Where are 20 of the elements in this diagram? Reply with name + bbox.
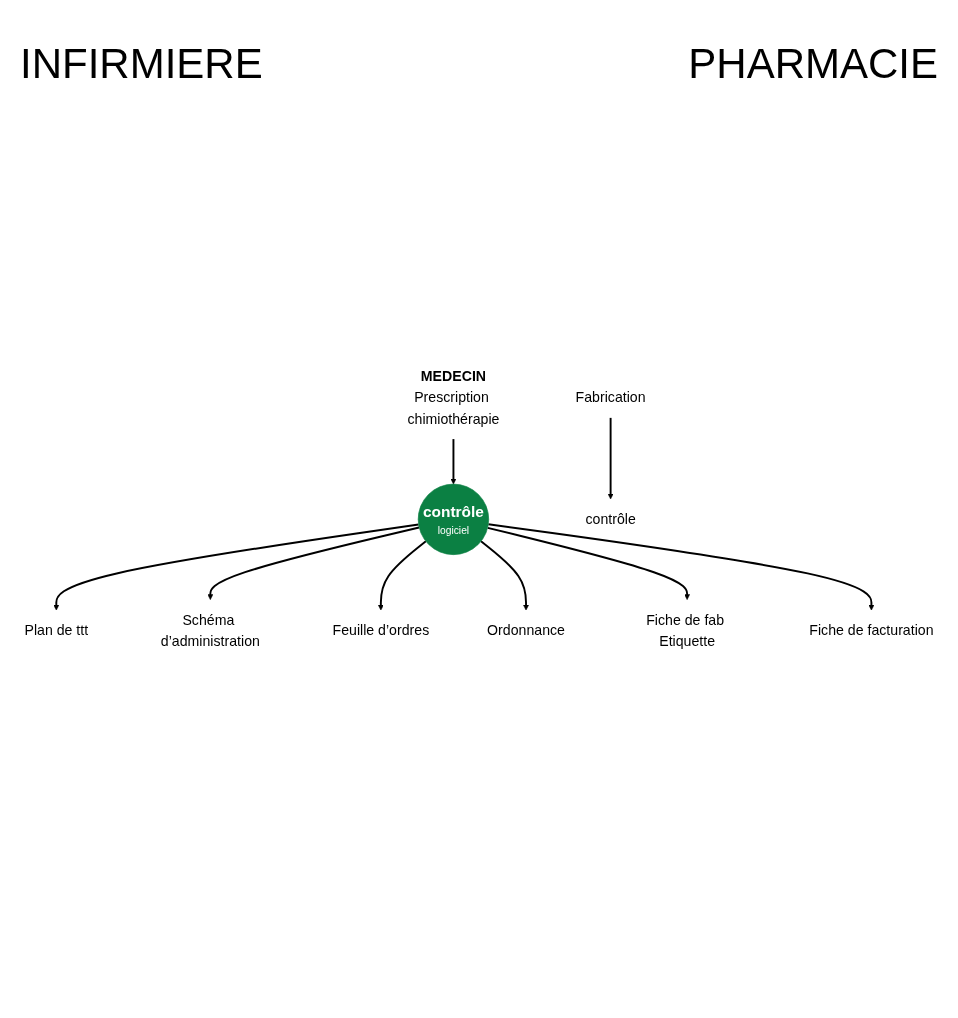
node-text: Feuille d’ordres: [332, 622, 430, 639]
node-text: MEDECIN Prescription chimiothérapie: [407, 368, 500, 428]
node-circle: contrôle logiciel: [417, 484, 490, 556]
node-text: Fabrication: [575, 389, 646, 406]
arrow: [450, 438, 457, 485]
arrow: [378, 540, 427, 611]
arrow: [486, 527, 690, 601]
node-text: Fiche de facturation: [809, 622, 934, 639]
group-heading: PHARMACIE: [688, 40, 938, 88]
group-heading: INFIRMIERE: [20, 40, 263, 88]
arrow: [53, 523, 420, 611]
arrow: [480, 540, 529, 611]
arrow: [607, 417, 614, 500]
node-text: contrôle: [585, 511, 636, 528]
arrow: [487, 523, 875, 611]
arrow: [207, 526, 421, 601]
node-text: Fiche de fab Etiquette: [646, 612, 725, 650]
node-text: Schéma d’administration: [160, 612, 260, 650]
node-text: Plan de ttt: [24, 622, 89, 639]
node-text: Ordonnance: [487, 622, 565, 639]
